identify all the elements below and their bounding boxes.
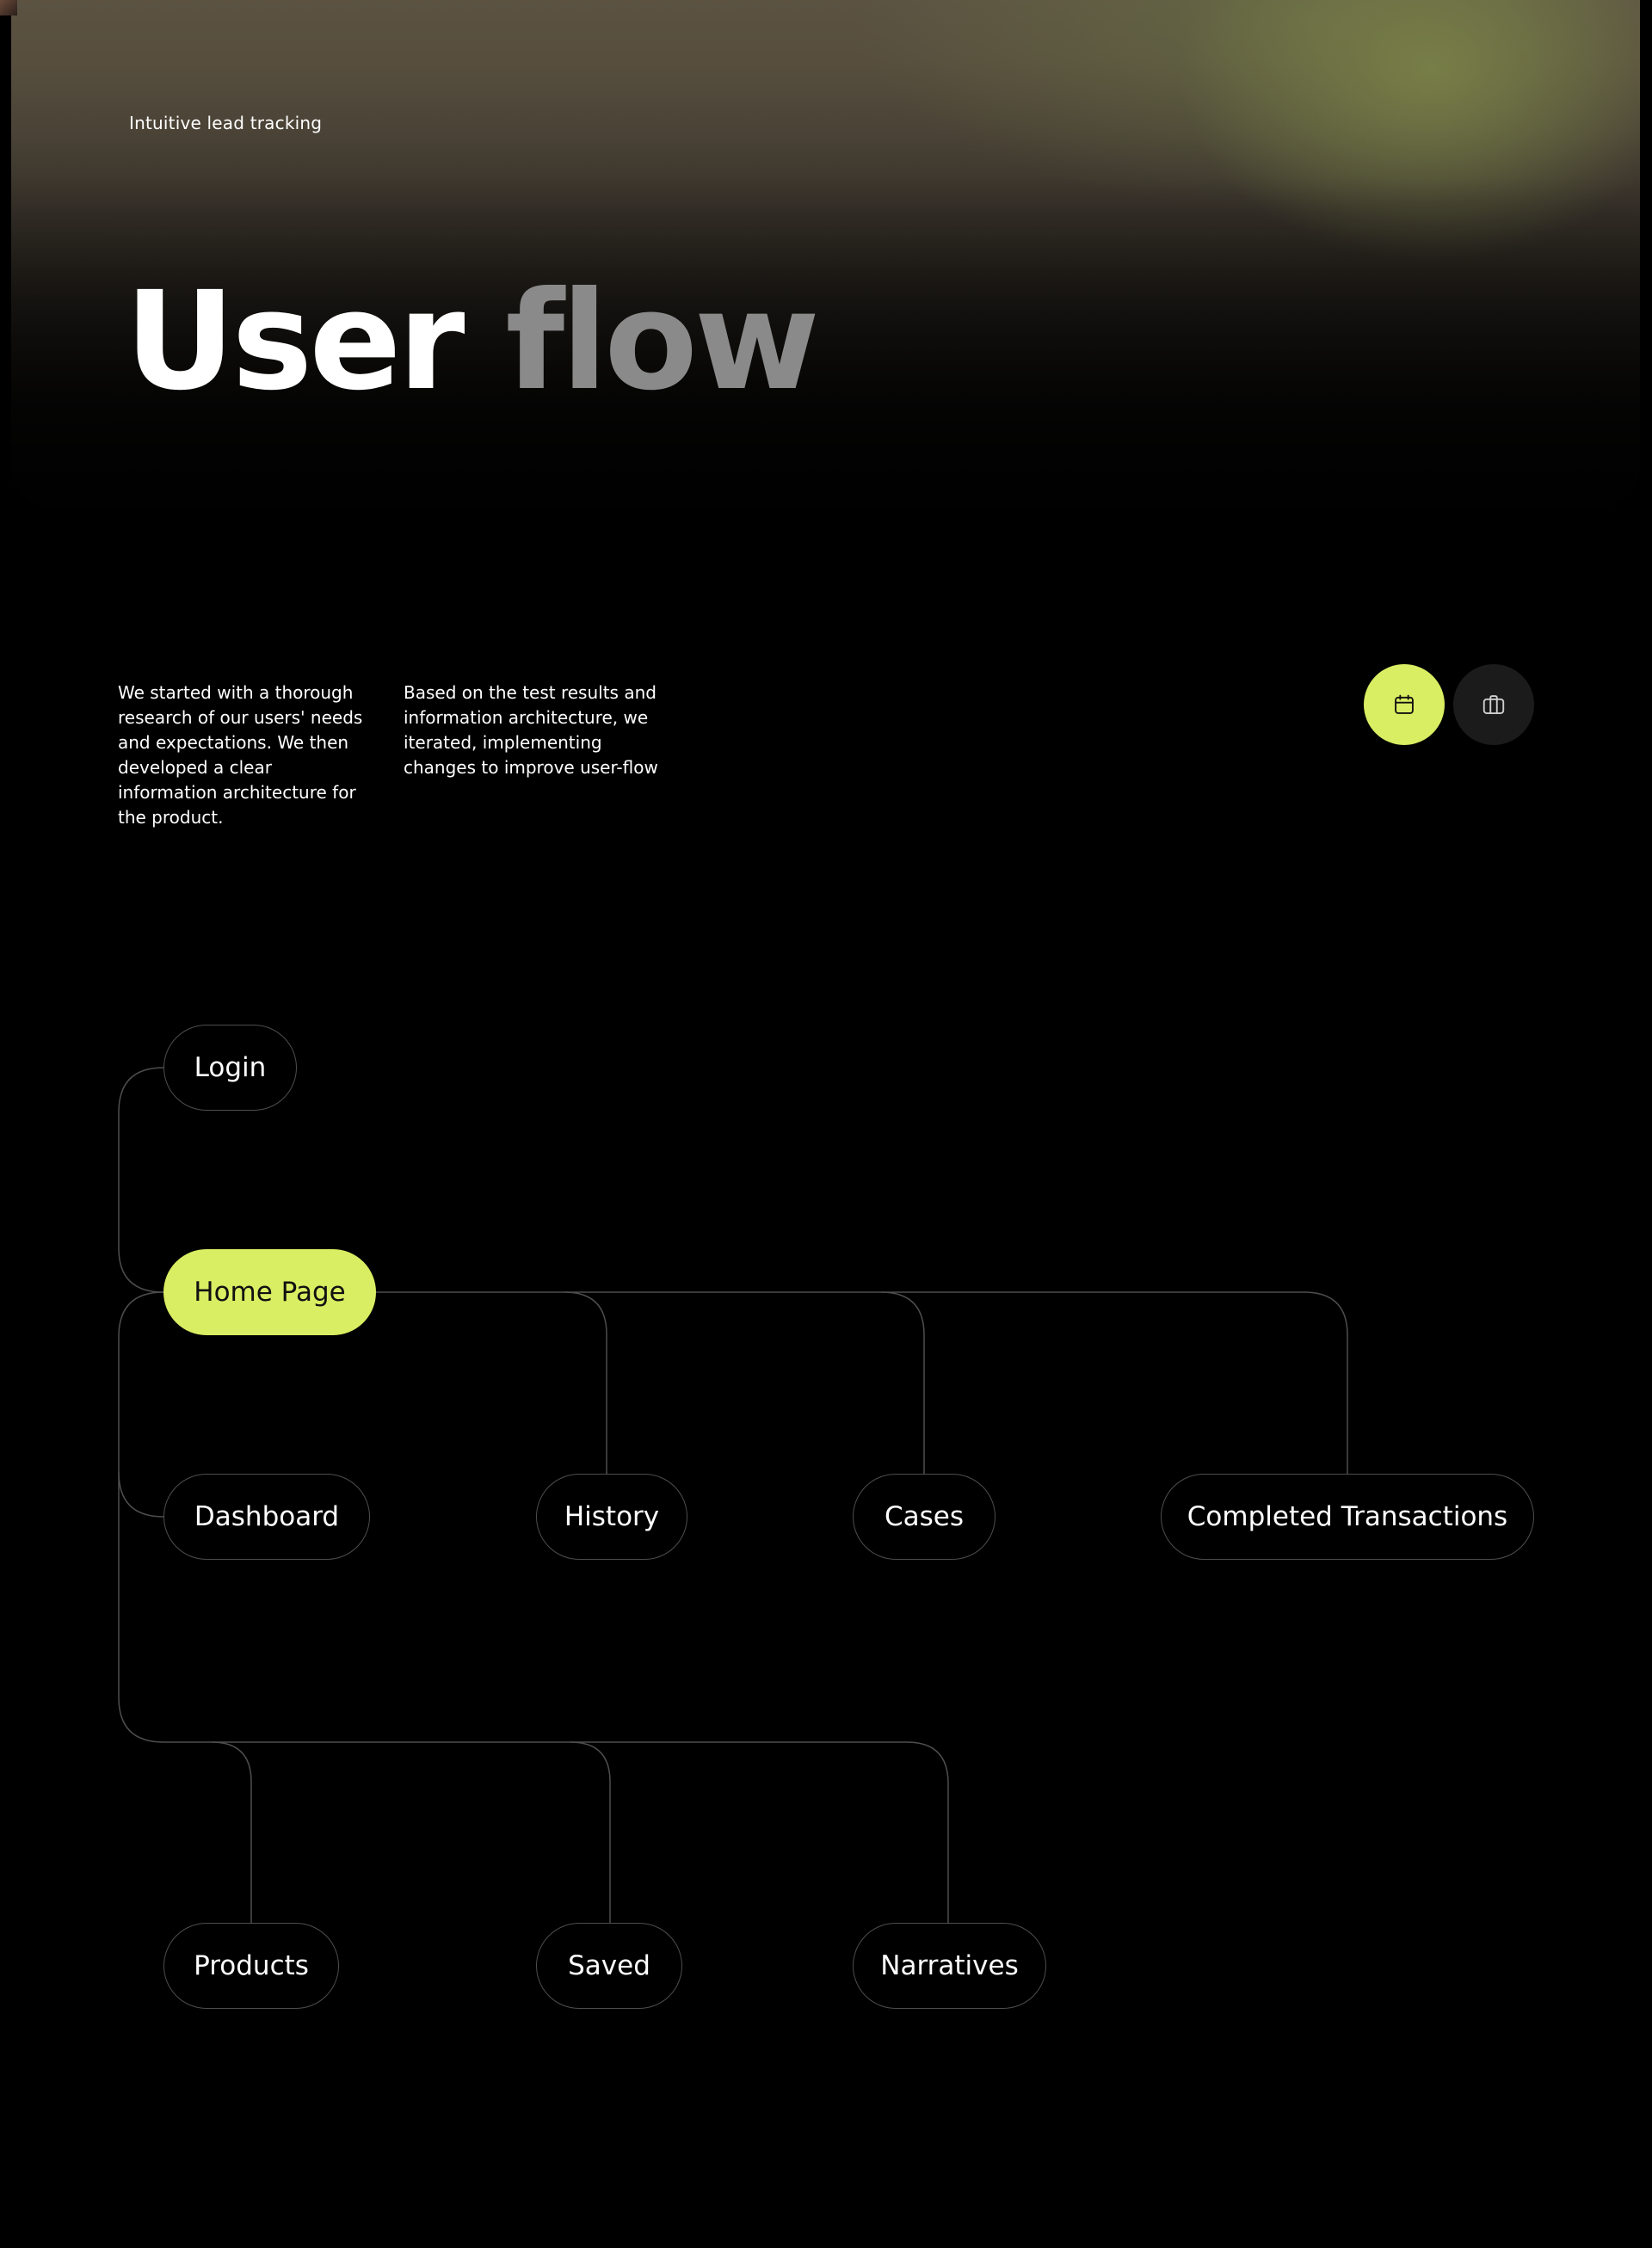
edge-home-products — [212, 1742, 251, 1923]
edge-home-saved — [212, 1742, 610, 1923]
edge-home-narratives — [570, 1742, 948, 1923]
edge-home-cases — [564, 1292, 924, 1474]
edge-home-history — [375, 1292, 607, 1474]
node-saved[interactable]: Saved — [536, 1923, 682, 2009]
node-history[interactable]: History — [536, 1474, 687, 1560]
node-cases[interactable]: Cases — [853, 1474, 996, 1560]
node-narratives[interactable]: Narratives — [853, 1923, 1046, 2009]
edge-login-home — [119, 1068, 163, 1292]
edge-home-dashboard — [119, 1292, 163, 1517]
node-completed-transactions[interactable]: Completed Transactions — [1161, 1474, 1534, 1560]
node-dashboard[interactable]: Dashboard — [163, 1474, 370, 1560]
edge-home-completed — [881, 1292, 1347, 1474]
node-products[interactable]: Products — [163, 1923, 339, 2009]
node-login[interactable]: Login — [163, 1025, 297, 1111]
node-home-page[interactable]: Home Page — [163, 1249, 376, 1335]
